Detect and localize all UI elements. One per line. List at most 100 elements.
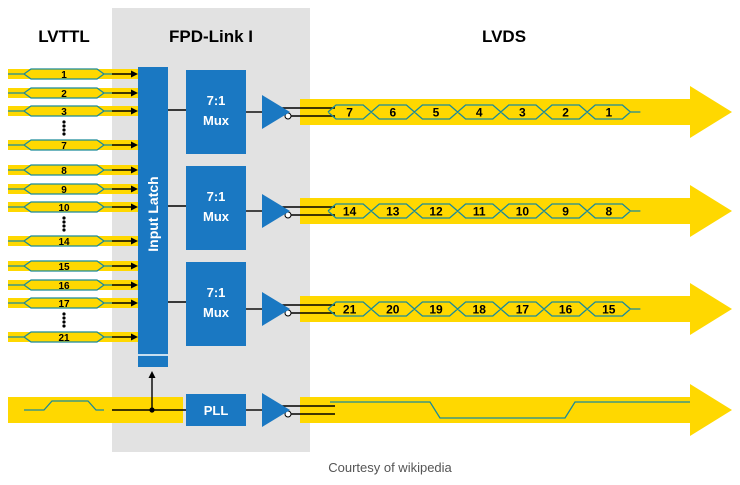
input-eye-pattern	[8, 279, 112, 291]
output-bit-label: 7	[346, 106, 353, 120]
lvds-driver-triangle	[262, 194, 290, 228]
mux-label-text: Mux	[203, 209, 230, 224]
input-signal-band	[8, 184, 138, 194]
output-eye-pattern	[327, 301, 641, 317]
output-bit-label: 20	[386, 303, 400, 317]
output-bit-label: 8	[605, 205, 612, 219]
input-eye-pattern	[8, 201, 112, 213]
mux-block	[186, 166, 246, 250]
input-arrow-head	[131, 89, 138, 97]
output-eye-pattern	[327, 203, 641, 219]
input-arrow-head	[131, 237, 138, 245]
wires-layer	[8, 68, 690, 419]
input-channel-label: 2	[61, 89, 67, 100]
ellipsis-dot	[62, 124, 66, 128]
input-eye-pattern	[8, 260, 112, 272]
ellipsis-dot	[62, 128, 66, 132]
input-channel-label: 10	[58, 203, 70, 214]
input-latch-label: Input Latch	[145, 176, 161, 251]
input-arrow-head	[131, 107, 138, 115]
output-bit-label: 5	[433, 106, 440, 120]
clock-output-band	[300, 397, 690, 423]
input-arrow-head	[131, 166, 138, 174]
input-arrow-head	[131, 203, 138, 211]
input-arrow-head	[131, 333, 138, 341]
mux-label-ratio: 7:1	[207, 285, 226, 300]
mux-label-text: Mux	[203, 113, 230, 128]
input-eye-pattern	[8, 87, 112, 99]
input-signal-band	[8, 261, 138, 271]
input-signal-band	[8, 106, 138, 116]
input-signal-band	[8, 88, 138, 98]
input-channel-label: 16	[58, 281, 70, 292]
ellipsis-dot	[62, 312, 66, 316]
input-signal-band	[8, 332, 138, 342]
input-channel-label: 8	[61, 166, 67, 177]
caption: Courtesy of wikipedia	[328, 460, 452, 475]
output-bit-label: 2	[562, 106, 569, 120]
output-lane-arrowhead	[690, 283, 732, 335]
input-channel-label: 9	[61, 185, 67, 196]
ellipsis-dot	[62, 320, 66, 324]
input-arrow-head	[131, 185, 138, 193]
input-eye-pattern	[8, 139, 112, 151]
output-bit-label: 15	[602, 303, 616, 317]
input-signal-band	[8, 165, 138, 175]
output-lane-band	[300, 296, 690, 322]
input-eye-pattern	[8, 68, 112, 80]
input-signal-band	[8, 298, 138, 308]
yellow-bands-layer	[8, 69, 732, 436]
output-lane-arrowhead	[690, 185, 732, 237]
output-bit-label: 12	[429, 205, 443, 219]
input-channel-label: 3	[61, 107, 67, 118]
input-signal-band	[8, 140, 138, 150]
clock-junction-dot	[149, 407, 155, 413]
input-channel-label: 21	[58, 333, 70, 344]
clock-arrow-head	[148, 371, 156, 378]
heading-lvds: LVDS	[482, 27, 526, 46]
output-lane-arrowhead	[690, 86, 732, 138]
heading-lvttl: LVTTL	[38, 27, 90, 46]
mux-label-ratio: 7:1	[207, 189, 226, 204]
output-bit-label: 6	[389, 106, 396, 120]
input-channel-label: 1	[61, 70, 67, 81]
clock-driver-triangle	[262, 393, 290, 427]
ellipsis-dot	[62, 120, 66, 124]
input-arrow-head	[131, 262, 138, 270]
input-eye-pattern	[8, 164, 112, 176]
output-bit-label: 11	[473, 205, 486, 219]
output-bit-label: 17	[516, 303, 530, 317]
input-eye-pattern	[8, 183, 112, 195]
input-eye-pattern	[8, 235, 112, 247]
mux-label-ratio: 7:1	[207, 93, 226, 108]
input-signal-band	[8, 69, 138, 79]
ellipsis-dot	[62, 216, 66, 220]
clock-input-waveform	[24, 400, 104, 411]
input-signal-band	[8, 236, 138, 246]
ellipsis-dot	[62, 132, 66, 136]
pll-block	[186, 394, 246, 426]
output-bit-label: 10	[516, 205, 530, 219]
input-eye-pattern	[8, 105, 112, 117]
output-bit-label: 16	[559, 303, 573, 317]
lvds-driver-triangle	[262, 292, 290, 326]
input-arrow-head	[131, 70, 138, 78]
ellipsis-dot	[62, 220, 66, 224]
output-bit-label: 3	[519, 106, 526, 120]
output-bit-label: 1	[605, 106, 612, 120]
output-bit-label: 19	[429, 303, 443, 317]
output-bit-label: 9	[562, 205, 569, 219]
ellipsis-dot	[62, 228, 66, 232]
input-channel-label: 17	[58, 299, 70, 310]
output-bit-label: 14	[343, 205, 357, 219]
output-bit-label: 21	[343, 303, 357, 317]
input-eye-pattern	[8, 331, 112, 343]
mux-block	[186, 262, 246, 346]
input-arrow-head	[131, 141, 138, 149]
pll-label: PLL	[204, 403, 229, 418]
output-bit-label: 4	[476, 106, 483, 120]
ellipsis-dot	[62, 316, 66, 320]
